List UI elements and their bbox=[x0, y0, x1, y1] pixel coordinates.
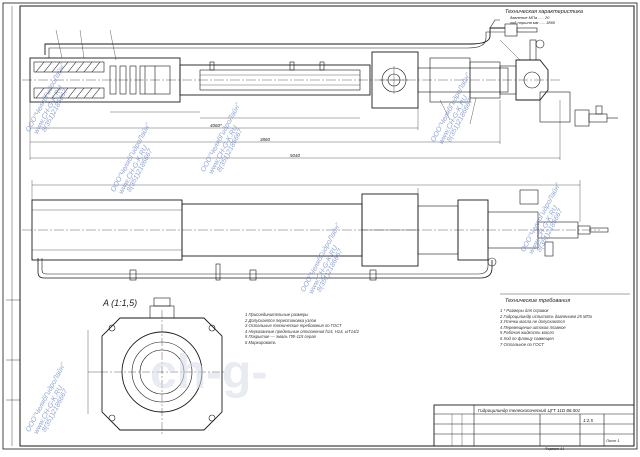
dim-label-total: 5040 bbox=[290, 153, 301, 158]
tech-chars-title: Техническая характеристика bbox=[505, 9, 583, 15]
notes-right: 1 * Размеры для справок 2 Гидроцилиндр и… bbox=[500, 308, 630, 347]
drawing-designation: Гидроцилиндр телескопический ЦГТ 11D 86.… bbox=[478, 408, 581, 413]
note-line: 2 Гидроцилиндр испытать давлением 25 МПа bbox=[500, 313, 592, 319]
note-line: 3 Утечки масла не допускаются bbox=[500, 319, 565, 325]
dim-label-mid: 3860 bbox=[260, 137, 271, 142]
inner-frame bbox=[19, 5, 635, 447]
note-line: 6 Маркировать bbox=[245, 339, 276, 345]
note-line: 5 Покрытие — эмаль ПФ-115 серая bbox=[245, 334, 316, 340]
watermark-big: ch-g- bbox=[150, 346, 268, 399]
note-line: 3 Остальные технические требования по ГО… bbox=[245, 323, 342, 329]
view-a-end bbox=[87, 297, 226, 436]
note-line: 1 * Размеры для справок bbox=[500, 308, 549, 313]
title-block bbox=[433, 404, 635, 447]
drawing-sheet-number: Лист 1 bbox=[606, 438, 620, 443]
drawing-scale: 1:2,5 bbox=[583, 418, 594, 423]
note-line: 4 Неуказанные предельные отклонения h14,… bbox=[245, 328, 359, 334]
note-line: 6 Ход по фланцу совмещен bbox=[500, 335, 554, 341]
dim-label-top: 4060* bbox=[210, 123, 222, 128]
notes-left: 1 Присоединительные размеры 2 Допускаетс… bbox=[245, 312, 485, 346]
cylinder-exterior-view bbox=[22, 180, 609, 281]
note-line: 2 Допускается перестановка узлов bbox=[245, 317, 317, 323]
view-a-label: A (1:1,5) bbox=[103, 298, 138, 308]
outer-frame bbox=[2, 2, 638, 450]
note-line: 5 Рабочая жидкость масло bbox=[500, 330, 554, 336]
note-line: 4 Перемещение штоков плавное bbox=[500, 324, 566, 330]
drawing-format: Формат A1 bbox=[545, 447, 565, 451]
tech-chars-line: давление МПа ..... 20 bbox=[510, 15, 550, 20]
note-line: 7 Остальное по ГОСТ bbox=[500, 341, 544, 347]
notes-right-title: Технические требования bbox=[505, 298, 571, 304]
tech-chars-line: ход поршня мм ..... 3860 bbox=[510, 20, 556, 25]
cylinder-section-view bbox=[22, 19, 618, 160]
note-line: 1 Присоединительные размеры bbox=[245, 312, 309, 317]
